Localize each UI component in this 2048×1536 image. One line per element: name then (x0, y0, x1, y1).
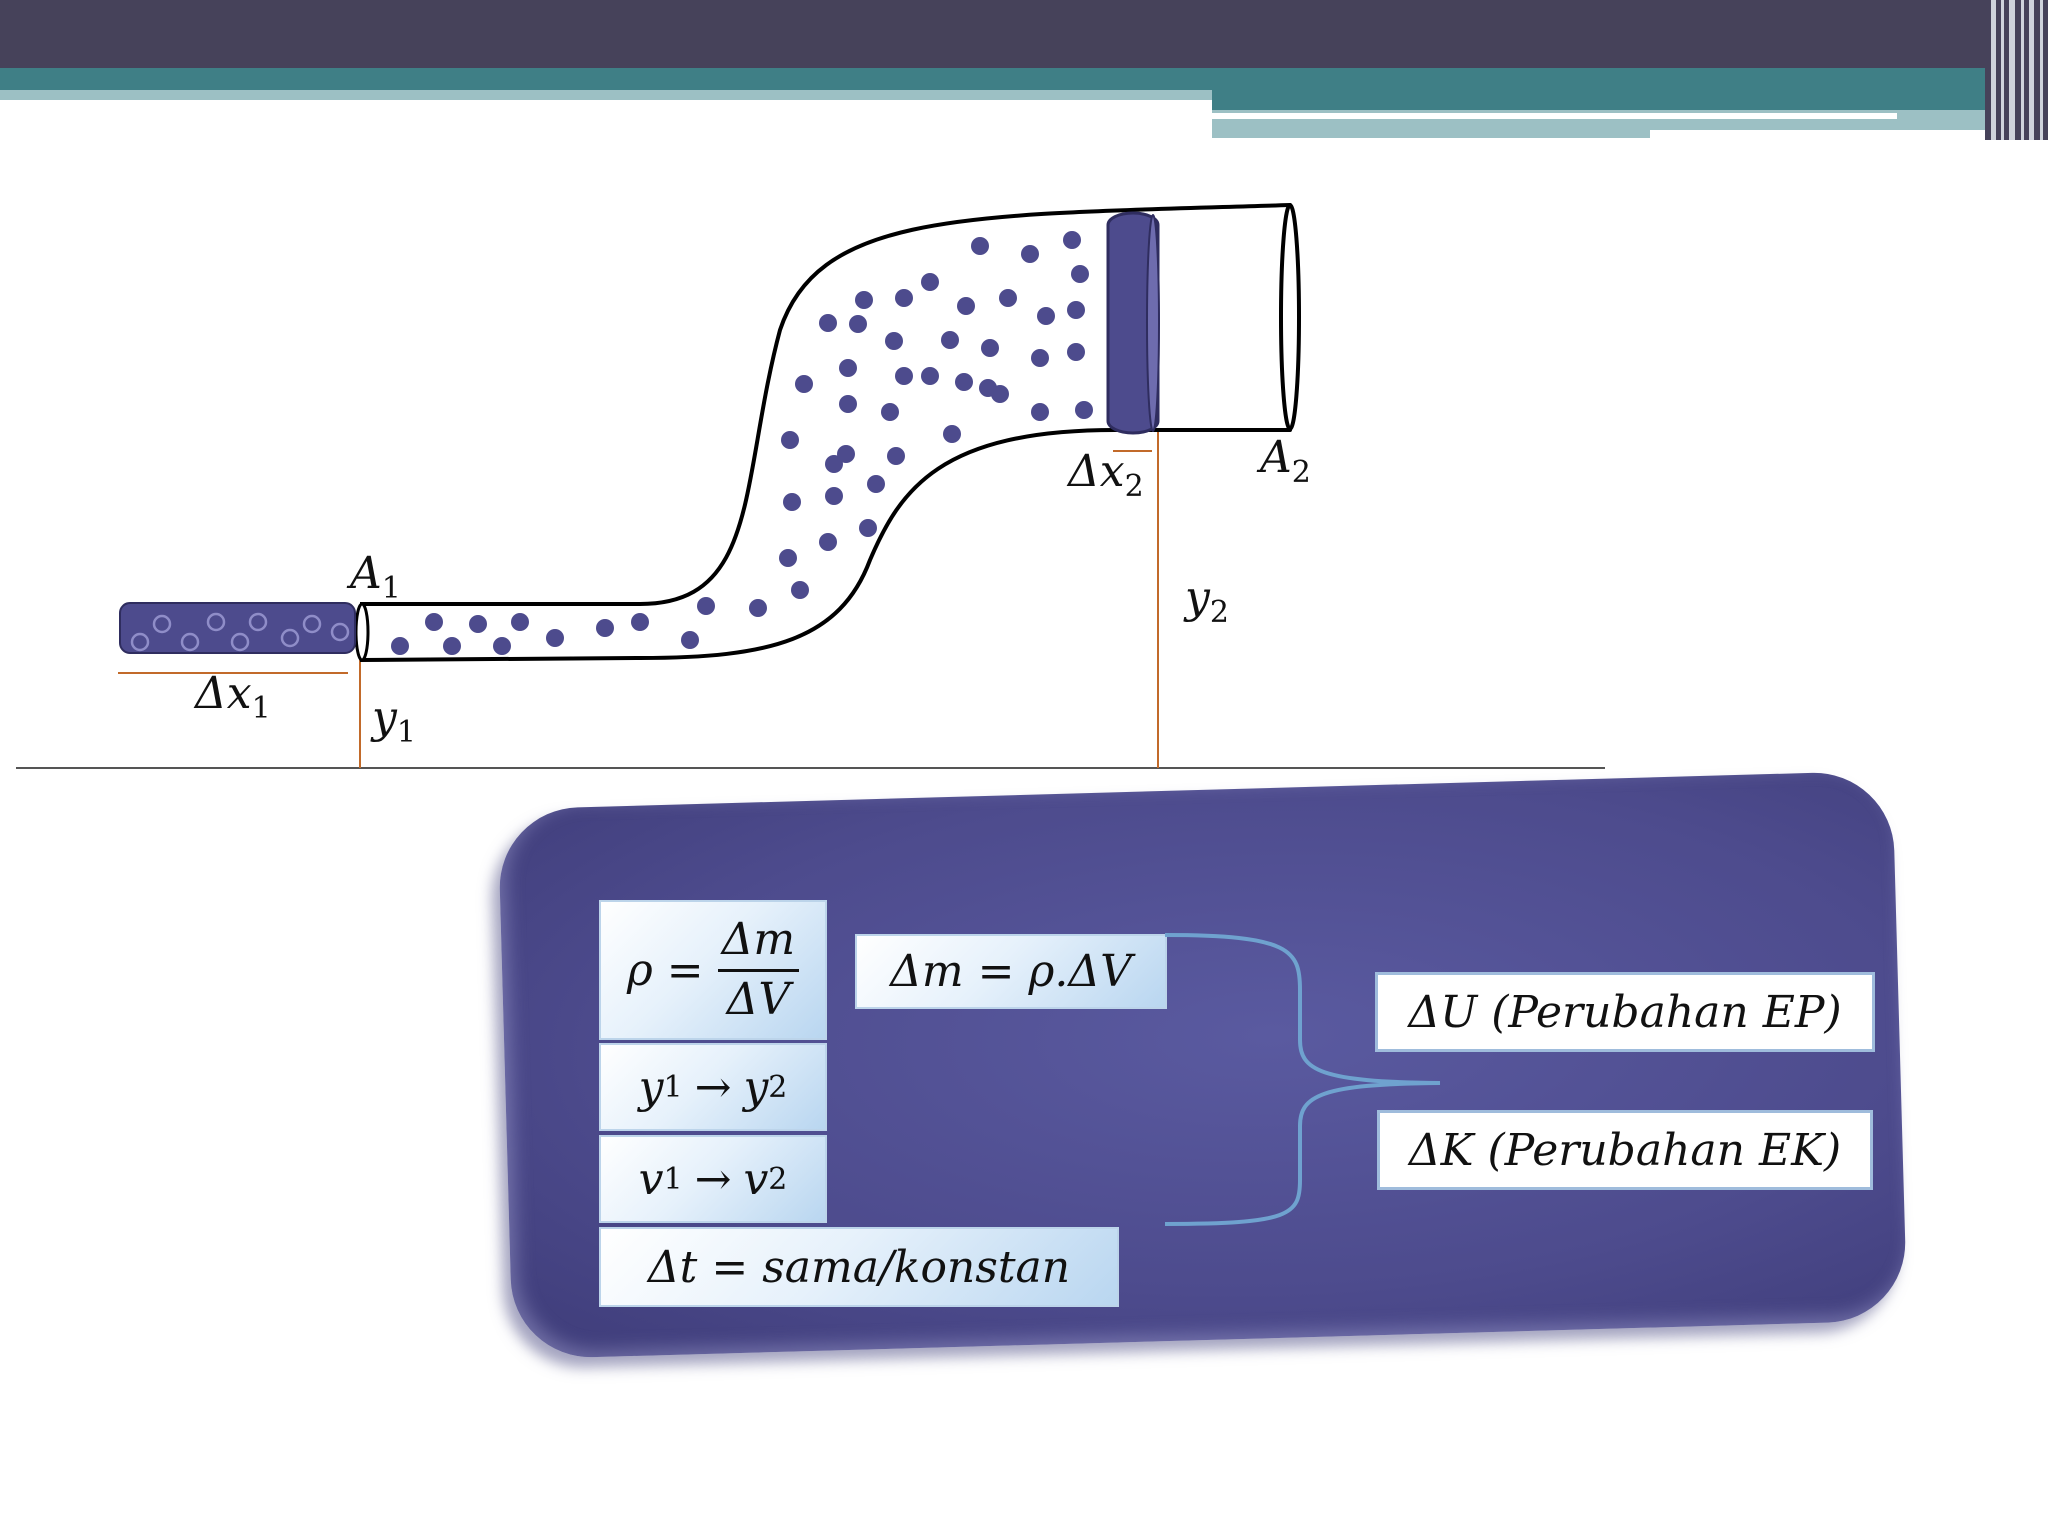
fluid-particle (1031, 403, 1049, 421)
fluid-particle (546, 629, 564, 647)
header-white-notch (1650, 130, 2010, 138)
fluid-particle (981, 339, 999, 357)
fluid-particle (1071, 265, 1089, 283)
fluid-particle (921, 273, 939, 291)
mass-formula-box: Δm = ρ.ΔV (855, 934, 1167, 1009)
fluid-particle (855, 291, 873, 309)
fluid-particle (1075, 401, 1093, 419)
fluid-particle (1037, 307, 1055, 325)
label-a1: A1 (350, 548, 401, 606)
fluid-particle (697, 597, 715, 615)
fluid-particle (681, 631, 699, 649)
fluid-particle (1031, 349, 1049, 367)
fluid-particle (819, 314, 837, 332)
fluid-particle (885, 332, 903, 350)
fluid-particle (795, 375, 813, 393)
label-a2: A2 (1260, 432, 1311, 490)
time-constant-box: Δt = sama/konstan (599, 1227, 1119, 1307)
fluid-particle (1063, 231, 1081, 249)
fluid-particle (206, 612, 226, 632)
fluid-particle (391, 637, 409, 655)
label-dx2: Δx2 (1068, 446, 1144, 504)
fluid-particle (469, 615, 487, 633)
fluid-particle (887, 447, 905, 465)
fluid-particle (791, 581, 809, 599)
label-y2: y2 (1185, 572, 1229, 630)
fluid-particle (849, 315, 867, 333)
header-bar (0, 0, 2048, 68)
fluid-particle (979, 379, 997, 397)
fluid-particle (302, 614, 322, 634)
fluid-particle (895, 367, 913, 385)
fluid-particle (999, 289, 1017, 307)
label-y1: y1 (372, 692, 416, 750)
fluid-particle (859, 519, 877, 537)
fluid-particle (330, 622, 350, 642)
density-numerator: Δm (717, 915, 800, 972)
fluid-particle (955, 373, 973, 391)
pipe-outline (359, 203, 1292, 662)
delta-u-box: ΔU (Perubahan EP) (1375, 972, 1875, 1052)
fluid-particle (779, 549, 797, 567)
fluid-particle (941, 331, 959, 349)
fluid-cylinder-dx1 (119, 602, 356, 654)
fluid-particle (425, 613, 443, 631)
fluid-particle (825, 487, 843, 505)
density-denominator: ΔV (726, 973, 791, 1025)
fluid-particle (867, 475, 885, 493)
fluid-particle (180, 632, 200, 652)
fluid-particle (781, 431, 799, 449)
header-teal-band (0, 68, 2010, 90)
fluid-particle (152, 614, 172, 634)
fluid-particle (443, 637, 461, 655)
fluid-particle (957, 297, 975, 315)
fluid-particle (921, 367, 939, 385)
density-formula-box: ρ = Δm ΔV (599, 900, 827, 1040)
label-dx1: Δx1 (195, 668, 271, 726)
inlet-particles (130, 612, 350, 652)
header-edge-lines (1985, 0, 2048, 140)
delta-k-box: ΔK (Perubahan EK) (1377, 1110, 1873, 1190)
fluid-particle (783, 493, 801, 511)
fluid-particle (837, 445, 855, 463)
fluid-particle (1021, 245, 1039, 263)
fluid-particle (1067, 343, 1085, 361)
fluid-particle (596, 619, 614, 637)
fluid-particle (631, 613, 649, 631)
fluid-particle (881, 403, 899, 421)
fluid-particle (895, 289, 913, 307)
fluid-particle (493, 637, 511, 655)
fluid-particle (248, 612, 268, 632)
fluid-particle (839, 359, 857, 377)
header-light-band (0, 90, 1212, 100)
fluid-particle (943, 425, 961, 443)
fluid-particle (749, 599, 767, 617)
fluid-particle (230, 632, 250, 652)
fluid-particle (819, 533, 837, 551)
pipe-particles (391, 231, 1093, 655)
fluid-particle (511, 613, 529, 631)
fluid-particle (280, 628, 300, 648)
fluid-particle (971, 237, 989, 255)
header-right-band (1212, 90, 2010, 110)
fluid-particle (825, 455, 843, 473)
fluid-particle (130, 632, 150, 652)
fluid-particle (839, 395, 857, 413)
fluid-particle (1067, 301, 1085, 319)
header-white-line (1212, 113, 1897, 119)
outlet-opening (1279, 203, 1301, 431)
